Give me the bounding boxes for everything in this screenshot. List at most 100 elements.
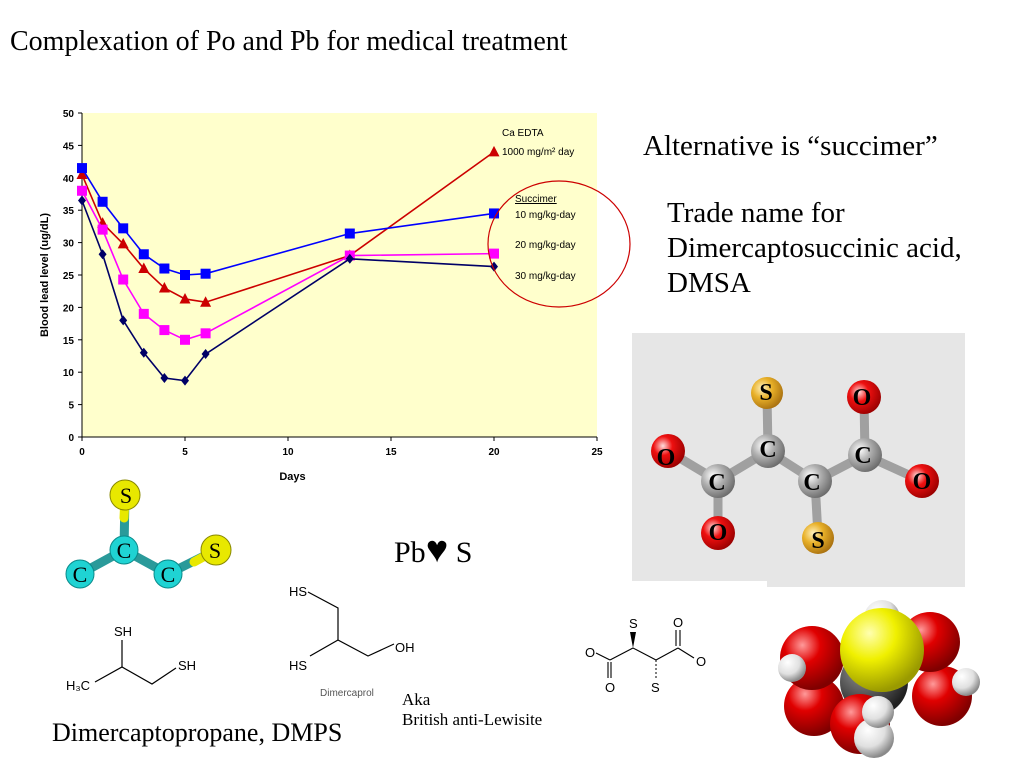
aka-line-1: Aka: [402, 690, 431, 709]
oh-label: OH: [395, 640, 415, 655]
atom-label-c: C: [161, 562, 176, 587]
data-point: [158, 281, 170, 293]
oxygen-atom: [651, 434, 685, 468]
data-point: [117, 237, 129, 249]
data-point: [97, 196, 108, 207]
data-point: [159, 325, 170, 336]
oxygen-atom: [847, 380, 881, 414]
data-point: [159, 263, 170, 274]
data-point: [489, 248, 499, 259]
data-point: [139, 347, 148, 358]
hydrogen-atom: [854, 718, 894, 758]
data-point: [489, 208, 499, 219]
atom-label-c: C: [759, 437, 776, 463]
carbon-atom: [751, 434, 785, 468]
pb-loves-s: Pb♥ S: [394, 528, 472, 572]
data-point: [138, 308, 149, 319]
dmsa-ball-stick-model: S O C O C C C O O S: [651, 377, 939, 554]
trade-name-text: Trade name for Dimercaptosuccinic acid, …: [667, 196, 962, 301]
dmps-structure: SH SH H₃C: [66, 624, 196, 693]
legend-group-title: Succimer: [515, 194, 557, 205]
x-tick-label: 10: [282, 447, 294, 458]
atom-label-o: O: [657, 445, 676, 471]
heart-icon: ♥: [425, 529, 449, 571]
x-tick-label: 5: [182, 447, 188, 458]
y-tick-label: 5: [68, 401, 74, 412]
pb-label: Pb: [394, 536, 426, 569]
hs-label: HS: [289, 658, 307, 673]
data-point: [344, 228, 355, 239]
data-point: [180, 270, 190, 280]
data-point: [76, 168, 88, 180]
trade-line-1: Trade name for: [667, 197, 845, 229]
dmsa-3d-panel-extension: [767, 581, 965, 587]
x-tick-label: 20: [488, 447, 500, 458]
sh-label: SH: [114, 624, 132, 639]
oxygen-atom: [701, 516, 735, 550]
hydrogen-atom: [778, 654, 806, 682]
atom-label-o: O: [913, 469, 932, 495]
trade-line-3: DMSA: [667, 267, 751, 299]
s-atom-label: S: [629, 616, 638, 631]
data-point: [160, 373, 169, 384]
carbon-atom: [109, 535, 139, 565]
sulfur-atom: [200, 534, 232, 566]
y-tick-label: 45: [63, 141, 75, 152]
carbon-atom: [798, 464, 832, 498]
dmsa-3d-panel: [632, 333, 965, 581]
dimercaprol-structure: HS HS OH Dimercaprol: [289, 584, 415, 699]
oxygen-atom: [905, 464, 939, 498]
data-point: [488, 145, 500, 157]
plot-area: [82, 113, 597, 437]
data-point: [200, 296, 212, 307]
o-atom-label: O: [585, 645, 595, 660]
highlight-circle: [487, 180, 631, 308]
x-tick-label: 0: [79, 447, 85, 458]
y-tick-label: 0: [68, 433, 74, 444]
o-atom-label: O: [673, 615, 683, 630]
data-point: [180, 334, 190, 345]
h3c-label: H₃C: [66, 678, 90, 693]
atom-label-s: S: [209, 538, 221, 563]
atom-label-s: S: [811, 528, 824, 554]
data-point: [118, 223, 129, 234]
x-tick-label: 25: [591, 447, 603, 458]
succimer-heading: Alternative is “succimer”: [643, 130, 938, 162]
atom-label-c: C: [854, 443, 871, 469]
x-tick-label: 15: [385, 447, 397, 458]
atom-label-o: O: [709, 520, 728, 546]
atom-label-c: C: [73, 562, 88, 587]
y-tick-label: 40: [63, 174, 75, 185]
hydrogen-atom: [862, 696, 894, 728]
data-point: [77, 185, 87, 196]
sh-label: SH: [178, 658, 196, 673]
data-point: [78, 195, 86, 206]
carbon-atom: [848, 438, 882, 472]
y-axis-label: Blood lead level (ug/dL): [39, 213, 51, 337]
data-point: [490, 261, 498, 272]
data-point: [179, 292, 191, 304]
data-point: [119, 315, 128, 326]
y-tick-label: 10: [63, 368, 75, 379]
legend-entry-succimer: 10 mg/kg-day: [515, 210, 576, 221]
aka-text: Aka British anti-Lewisite: [402, 690, 542, 730]
data-point: [138, 262, 150, 274]
atom-label-s: S: [759, 380, 772, 406]
dmsa-space-filling-model: [778, 600, 980, 758]
s-atom-label: S: [651, 680, 660, 695]
y-tick-label: 20: [63, 303, 75, 314]
y-tick-label: 25: [63, 271, 75, 282]
data-point: [97, 224, 108, 235]
hydrogen-atom: [952, 668, 980, 696]
trade-line-2: Dimercaptosuccinic acid,: [667, 232, 962, 264]
atom-label-c: C: [708, 470, 725, 496]
sulfur-atom: [751, 377, 783, 409]
atom-label-c: C: [803, 470, 820, 496]
carbon-atom: [153, 559, 183, 589]
hs-label: HS: [289, 584, 307, 599]
atom-label-c: C: [117, 538, 132, 563]
y-tick-label: 30: [63, 239, 75, 250]
data-point: [200, 268, 211, 279]
